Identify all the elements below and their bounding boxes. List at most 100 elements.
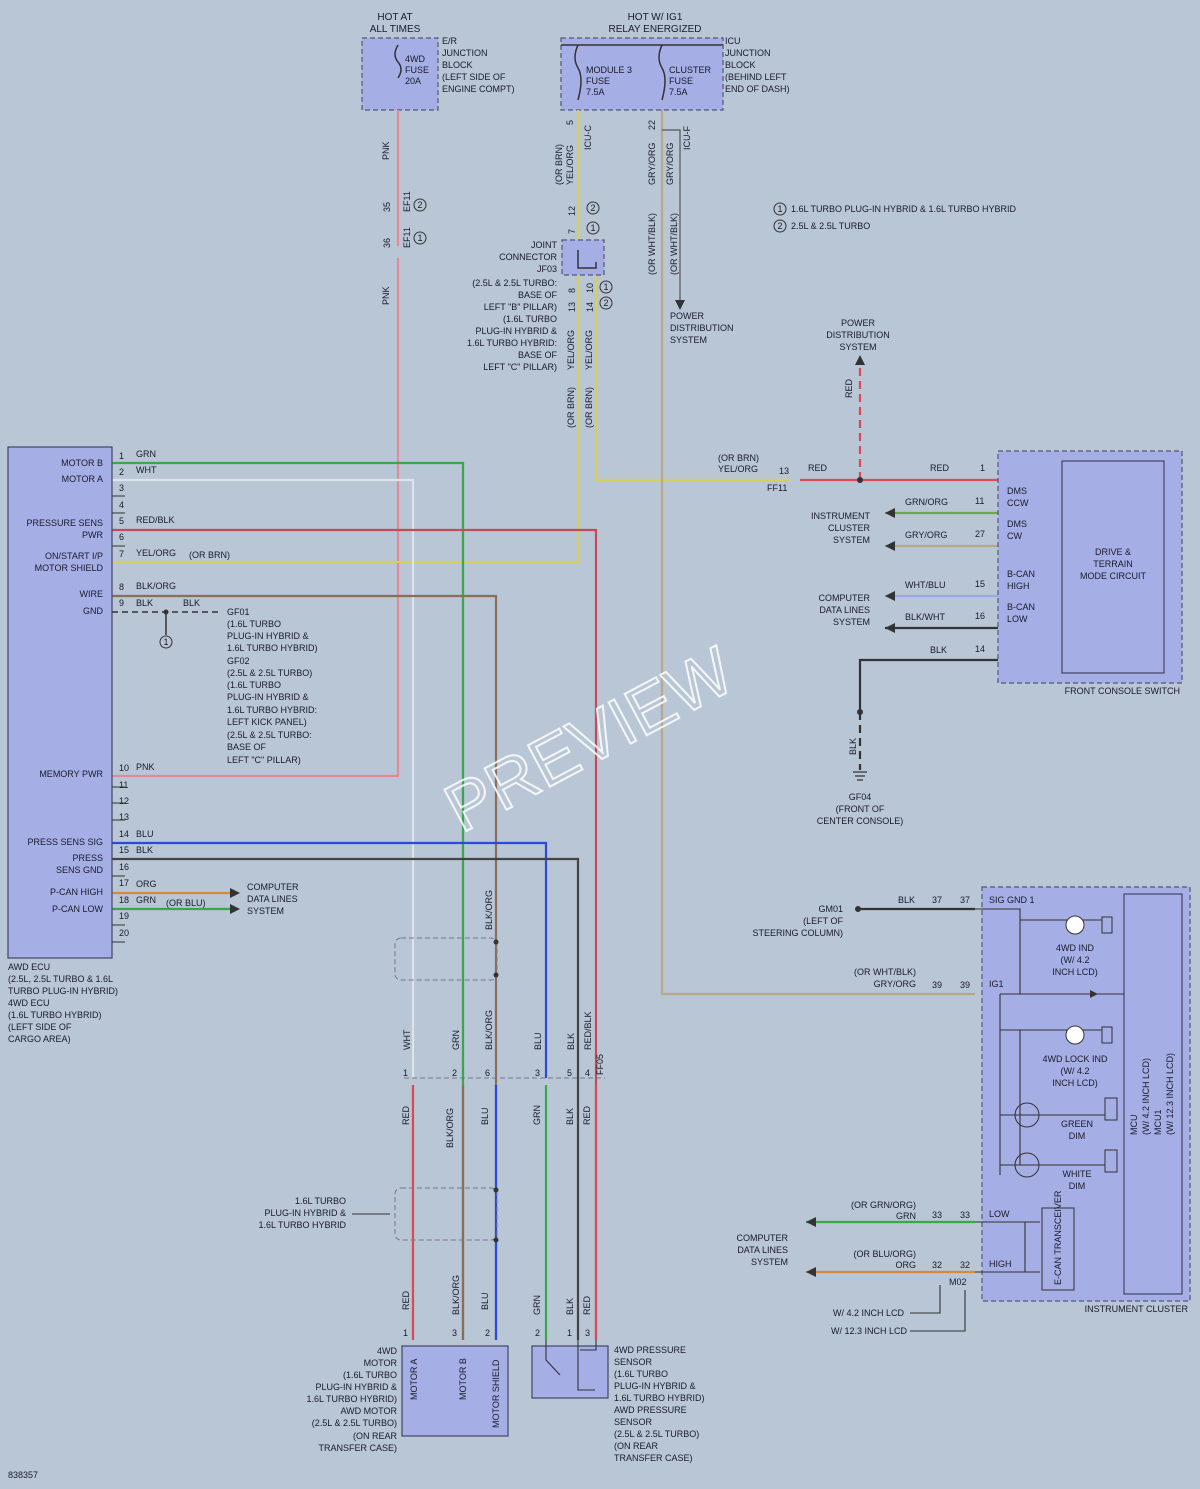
ecu-pin-4: 4 bbox=[119, 500, 124, 510]
er-block-3: BLOCK bbox=[442, 60, 473, 70]
ff05-pin-1: 1 bbox=[403, 1068, 408, 1078]
jf03-l5: BASE OF bbox=[518, 290, 558, 300]
cl-in-m02: M02 bbox=[949, 1277, 967, 1287]
cdl1-l3: SYSTEM bbox=[247, 906, 284, 916]
wire-red-blk-press-pwr bbox=[112, 528, 598, 1340]
jf03-box bbox=[561, 239, 605, 276]
lbl-jf03-8: 8 bbox=[567, 288, 577, 293]
ecu-pin-20: 20 bbox=[119, 928, 129, 938]
ecu-lbl-press-sig: PRESS SENS SIG bbox=[27, 837, 103, 847]
lbl-icu-pin5: 5 bbox=[565, 120, 575, 125]
ecu-pin-17: 17 bbox=[119, 878, 129, 888]
lbl-pnk-2: PNK bbox=[381, 286, 391, 305]
console-w-wht-blu: WHT/BLU bbox=[905, 580, 946, 590]
lbl-jf03-7: 7 bbox=[567, 229, 577, 234]
gf04-l1: GF04 bbox=[849, 792, 872, 802]
ff05-pin-2: 2 bbox=[452, 1068, 457, 1078]
gf01-l3: PLUG-IN HYBRID & bbox=[227, 631, 309, 641]
led1-l2: (W/ 4.2 bbox=[1060, 955, 1089, 965]
wires bbox=[112, 110, 998, 1340]
lbl-or-brn-1: (OR BRN) bbox=[554, 144, 564, 185]
ecu-lbl-motor-a: MOTOR A bbox=[62, 474, 103, 484]
sensor-w-grn: GRN bbox=[532, 1295, 542, 1315]
icu-block-1: ICU bbox=[725, 36, 741, 46]
led2-l3: INCH LCD) bbox=[1052, 1078, 1098, 1088]
fuse2-label-1: CLUSTER bbox=[669, 65, 712, 75]
ecu-cap-7: CARGO AREA) bbox=[8, 1034, 71, 1044]
er-block-5: ENGINE COMPT) bbox=[442, 84, 515, 94]
ecu-pin-14: 14 bbox=[119, 829, 129, 839]
ff05-pin-4: 4 bbox=[585, 1068, 590, 1078]
cl-pin-32a: 32 bbox=[932, 1260, 942, 1270]
gm01-l1: GM01 bbox=[818, 904, 843, 914]
gf01-l5: GF02 bbox=[227, 656, 250, 666]
console-in-1: DMS bbox=[1007, 486, 1027, 496]
jf03-l10: BASE OF bbox=[518, 350, 558, 360]
mcu-l2: (W/ 4.2 INCH LCD) bbox=[1141, 1058, 1151, 1135]
ef11-sym2-circle bbox=[413, 198, 427, 212]
led2-l1: 4WD LOCK IND bbox=[1042, 1054, 1108, 1064]
pd2-l1: POWER bbox=[841, 318, 876, 328]
legend-sym2-circle bbox=[773, 219, 787, 233]
mcu-box bbox=[1123, 893, 1183, 1295]
ecu-pin-stubs bbox=[112, 495, 125, 943]
ff05-lw-2: BLK/ORG bbox=[445, 1108, 455, 1148]
jf03b-sym2: 2 bbox=[603, 298, 608, 308]
ecu-cap-1: AWD ECU bbox=[8, 962, 50, 972]
motor-pin-2: 2 bbox=[485, 1328, 490, 1338]
lbl-gry-org-1: GRY/ORG bbox=[647, 143, 657, 185]
shield-dot-1 bbox=[493, 939, 499, 945]
motor-box bbox=[401, 1345, 509, 1437]
jf03-l6: LEFT "B" PILLAR) bbox=[484, 302, 557, 312]
ecu-pin-7: 7 bbox=[119, 549, 124, 559]
hybrid-note-1: 1.6L TURBO bbox=[295, 1196, 346, 1206]
lbl-or-brn-2: (OR BRN) bbox=[566, 387, 576, 428]
pcan-arrow-2 bbox=[230, 904, 240, 914]
ecu-lbl-pcan-high: P-CAN HIGH bbox=[50, 887, 103, 897]
lbl-yel-org-2: YEL/ORG bbox=[566, 330, 576, 370]
console-pin-14: 14 bbox=[975, 644, 985, 654]
fuse1-label-1: MODULE 3 bbox=[586, 65, 632, 75]
ff05-lw-1: RED bbox=[401, 1105, 411, 1125]
ecu-pin-16: 16 bbox=[119, 862, 129, 872]
res-white-dim bbox=[1104, 1149, 1118, 1173]
lbl-red-1: RED bbox=[808, 463, 828, 473]
cw-arrow bbox=[885, 541, 895, 551]
lbl-yel-org-3: YEL/ORG bbox=[584, 330, 594, 370]
gf01-l12: BASE OF bbox=[227, 742, 267, 752]
ecu-lbl-gnd: GND bbox=[83, 606, 104, 616]
dtmc-l2: TERRAIN bbox=[1093, 559, 1133, 569]
wire-wht-motor-a bbox=[112, 478, 415, 1078]
res-4wd-ind bbox=[1101, 916, 1113, 934]
ef11-sym2: 2 bbox=[417, 200, 422, 210]
cl-pin-32b: 32 bbox=[960, 1260, 970, 1270]
jf03-sym1: 1 bbox=[590, 223, 595, 233]
transistor-green-dim bbox=[1014, 1102, 1040, 1128]
gf01-l8: PLUG-IN HYBRID & bbox=[227, 692, 309, 702]
res-4wd-lock bbox=[1101, 1026, 1113, 1044]
ff05-uw-2: GRN bbox=[451, 1030, 461, 1050]
gf01-l13: LEFT "C" PILLAR) bbox=[227, 755, 301, 765]
console-w-grn-org: GRN/ORG bbox=[905, 497, 948, 507]
jf03-sym1-circle bbox=[586, 221, 600, 235]
icu-block-5: END OF DASH) bbox=[725, 84, 790, 94]
ecu-w-or-blu: (OR BLU) bbox=[166, 898, 206, 908]
bcan-l-arrow bbox=[885, 623, 895, 633]
cl-w-grn: GRN bbox=[896, 1211, 916, 1221]
lbl-gry-org-2: GRY/ORG bbox=[665, 143, 675, 185]
cl-in-ig1: IG1 bbox=[989, 979, 1004, 989]
gnd-sym1: 1 bbox=[163, 637, 168, 647]
awd-ecu: MOTOR B MOTOR A PRESSURE SENS PWR ON/STA… bbox=[7, 446, 230, 1044]
jf03-l9: 1.6L TURBO HYBRID: bbox=[467, 338, 557, 348]
sensor-pin-1: 1 bbox=[567, 1328, 572, 1338]
cdl2-l2: DATA LINES bbox=[819, 605, 870, 615]
sensor-cap-5: 1.6L TURBO HYBRID) bbox=[614, 1393, 705, 1403]
er-block-1: E/R bbox=[442, 36, 458, 46]
gf04-ground-symbol bbox=[853, 771, 867, 781]
dtmc-l3: MODE CIRCUIT bbox=[1080, 571, 1146, 581]
er-junction-block: HOT AT ALL TIMES 4WD FUSE 20A E/R JUNCTI… bbox=[361, 12, 515, 111]
ff05-lw-4: GRN bbox=[532, 1105, 542, 1125]
cl-w-gry-org: GRY/ORG bbox=[874, 979, 916, 989]
ecu-pin-2: 2 bbox=[119, 467, 124, 477]
wire-pnk-memory-pwr bbox=[112, 110, 400, 778]
